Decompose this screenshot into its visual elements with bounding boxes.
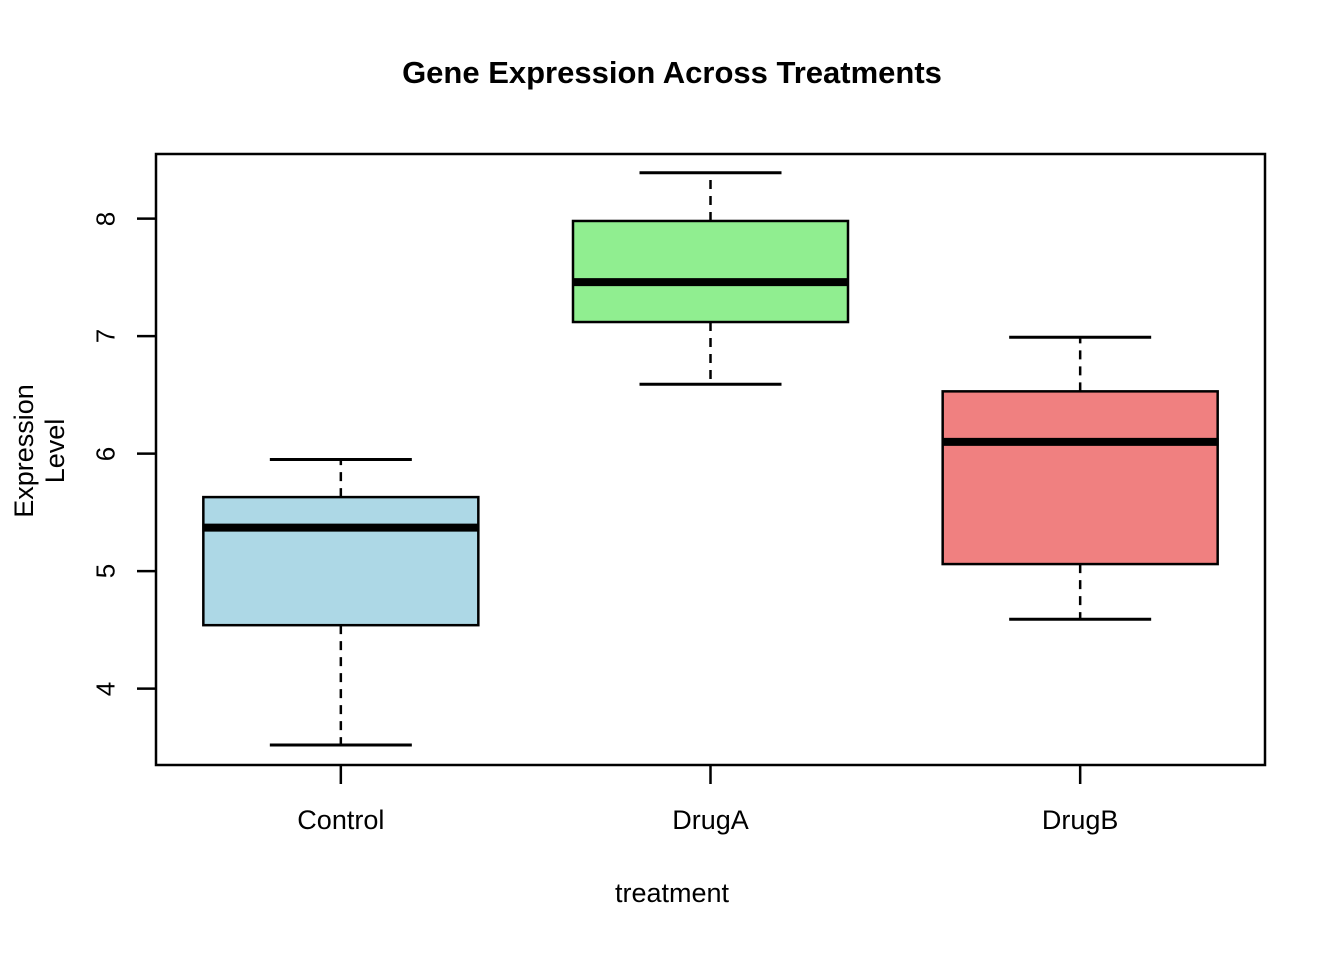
box-druga[interactable] [571,171,850,386]
y-axis-tick-label: 8 [90,211,121,226]
box-group [202,171,1219,747]
y-axis-tick-label: 6 [90,446,121,461]
y-axis-tick-label: 4 [90,681,121,696]
x-axis-tick-label: Control [297,805,385,835]
x-axis-ticks [339,765,1082,784]
y-axis-title: Expression Level [9,384,70,518]
y-axis-tick-label: 7 [90,328,121,344]
box-rect[interactable] [202,495,480,627]
y-axis-ticks [137,217,156,690]
box-control[interactable] [202,458,480,747]
x-axis-tick-label: DrugA [672,805,749,835]
box-rect[interactable] [571,219,850,324]
chart-title: Gene Expression Across Treatments [402,55,942,90]
box-rect[interactable] [941,390,1219,566]
y-axis-tick-label: 5 [90,563,121,579]
x-axis-tick-label: DrugB [1041,805,1119,835]
box-drugb[interactable] [941,335,1219,621]
x-axis-title: treatment [614,878,730,908]
